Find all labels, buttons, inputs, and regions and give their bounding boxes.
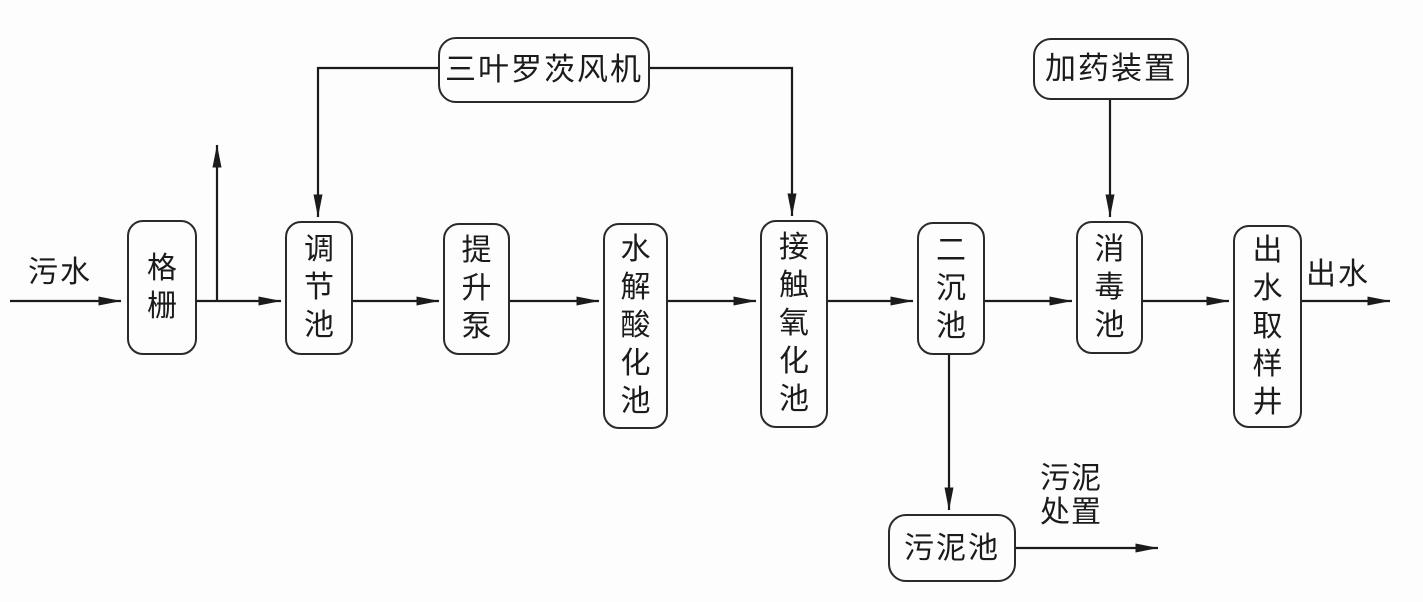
node-lift-pump-label: 提升泵 bbox=[461, 233, 492, 344]
node-contact-oxidation-tank: 接触氧化池 bbox=[760, 220, 828, 428]
node-disinfection-tank: 消毒池 bbox=[1076, 221, 1143, 354]
node-secondary-clarifier: 二沉池 bbox=[917, 222, 985, 355]
line-blower-to-contact bbox=[650, 66, 797, 217]
node-sludge-tank-label: 污泥池 bbox=[904, 530, 1000, 566]
node-roots-blower: 三叶罗茨风机 bbox=[438, 37, 650, 103]
node-roots-blower-label: 三叶罗茨风机 bbox=[445, 51, 643, 88]
node-grille: 格栅 bbox=[127, 220, 197, 355]
influent-label: 污水 bbox=[28, 255, 92, 290]
node-hydrolysis-acidification-tank: 水解酸化池 bbox=[603, 223, 668, 429]
node-disinfection-tank-label: 消毒池 bbox=[1094, 231, 1125, 343]
effluent-label: 出水 bbox=[1306, 257, 1370, 292]
node-effluent-sampling-well: 出水取样井 bbox=[1233, 225, 1302, 428]
node-dosing-device: 加药装置 bbox=[1033, 38, 1189, 100]
node-hydrolysis-acidification-tank-label: 水解酸化池 bbox=[620, 232, 651, 419]
node-lift-pump: 提升泵 bbox=[443, 223, 510, 355]
node-effluent-sampling-well-label: 出水取样井 bbox=[1252, 232, 1283, 420]
node-grille-label: 格栅 bbox=[147, 250, 177, 324]
sludge-disposal-label: 污泥处置 bbox=[1040, 461, 1102, 530]
node-sludge-tank: 污泥池 bbox=[888, 514, 1016, 582]
node-contact-oxidation-tank-label: 接触氧化池 bbox=[779, 230, 809, 417]
line-blower-to-regulating bbox=[313, 66, 438, 218]
node-secondary-clarifier-label: 二沉池 bbox=[936, 232, 966, 344]
node-regulating-tank-label: 调节池 bbox=[304, 232, 334, 343]
node-regulating-tank: 调节池 bbox=[285, 221, 353, 355]
node-dosing-device-label: 加药装置 bbox=[1045, 50, 1177, 87]
